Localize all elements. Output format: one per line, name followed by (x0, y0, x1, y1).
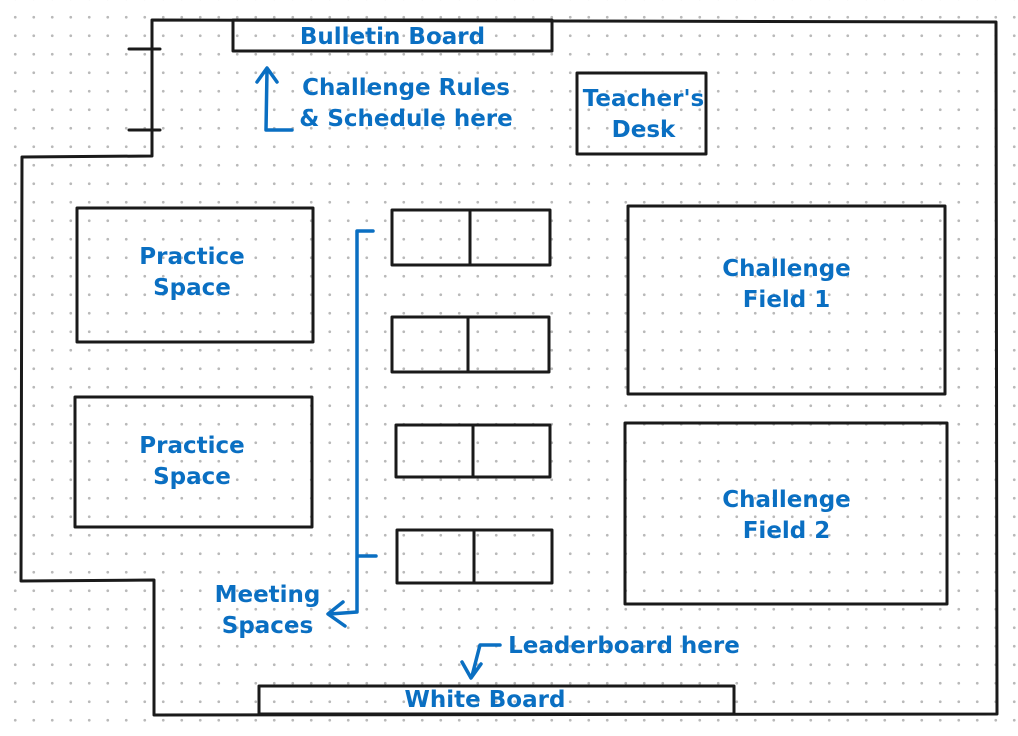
practice-space-2-label: Practice Space (139, 433, 245, 490)
rules-arrow (255, 66, 294, 132)
challenge-field-1 (626, 204, 947, 396)
challenge-field-1-label: Challenge Field 1 (722, 256, 851, 313)
white-board (257, 684, 736, 716)
bulletin-board-label: Bulletin Board (299, 24, 486, 50)
practice-space-2 (73, 395, 314, 529)
meeting-table-1 (390, 208, 552, 267)
leaderboard-note: Leaderboard here (508, 633, 740, 659)
teachers-desk (575, 71, 708, 156)
bulletin-board (231, 18, 554, 53)
practice-space-1 (75, 206, 315, 344)
teachers-desk-label: Teacher's Desk (582, 86, 705, 143)
meeting-spaces-bracket (326, 229, 378, 628)
meeting-table-4 (395, 528, 554, 585)
white-board-label: White Board (404, 687, 566, 713)
meeting-table-3 (394, 423, 552, 479)
challenge-field-2 (623, 421, 949, 606)
leaderboard-arrow (460, 643, 502, 680)
practice-space-1-label: Practice Space (139, 244, 245, 301)
challenge-field-2-label: Challenge Field 2 (722, 487, 851, 544)
meeting-spaces-label: Meeting Spaces (214, 582, 321, 639)
meeting-table-2 (390, 315, 551, 374)
challenge-rules-note: Challenge Rules & Schedule here (299, 75, 513, 132)
room-wall (19, 18, 999, 717)
